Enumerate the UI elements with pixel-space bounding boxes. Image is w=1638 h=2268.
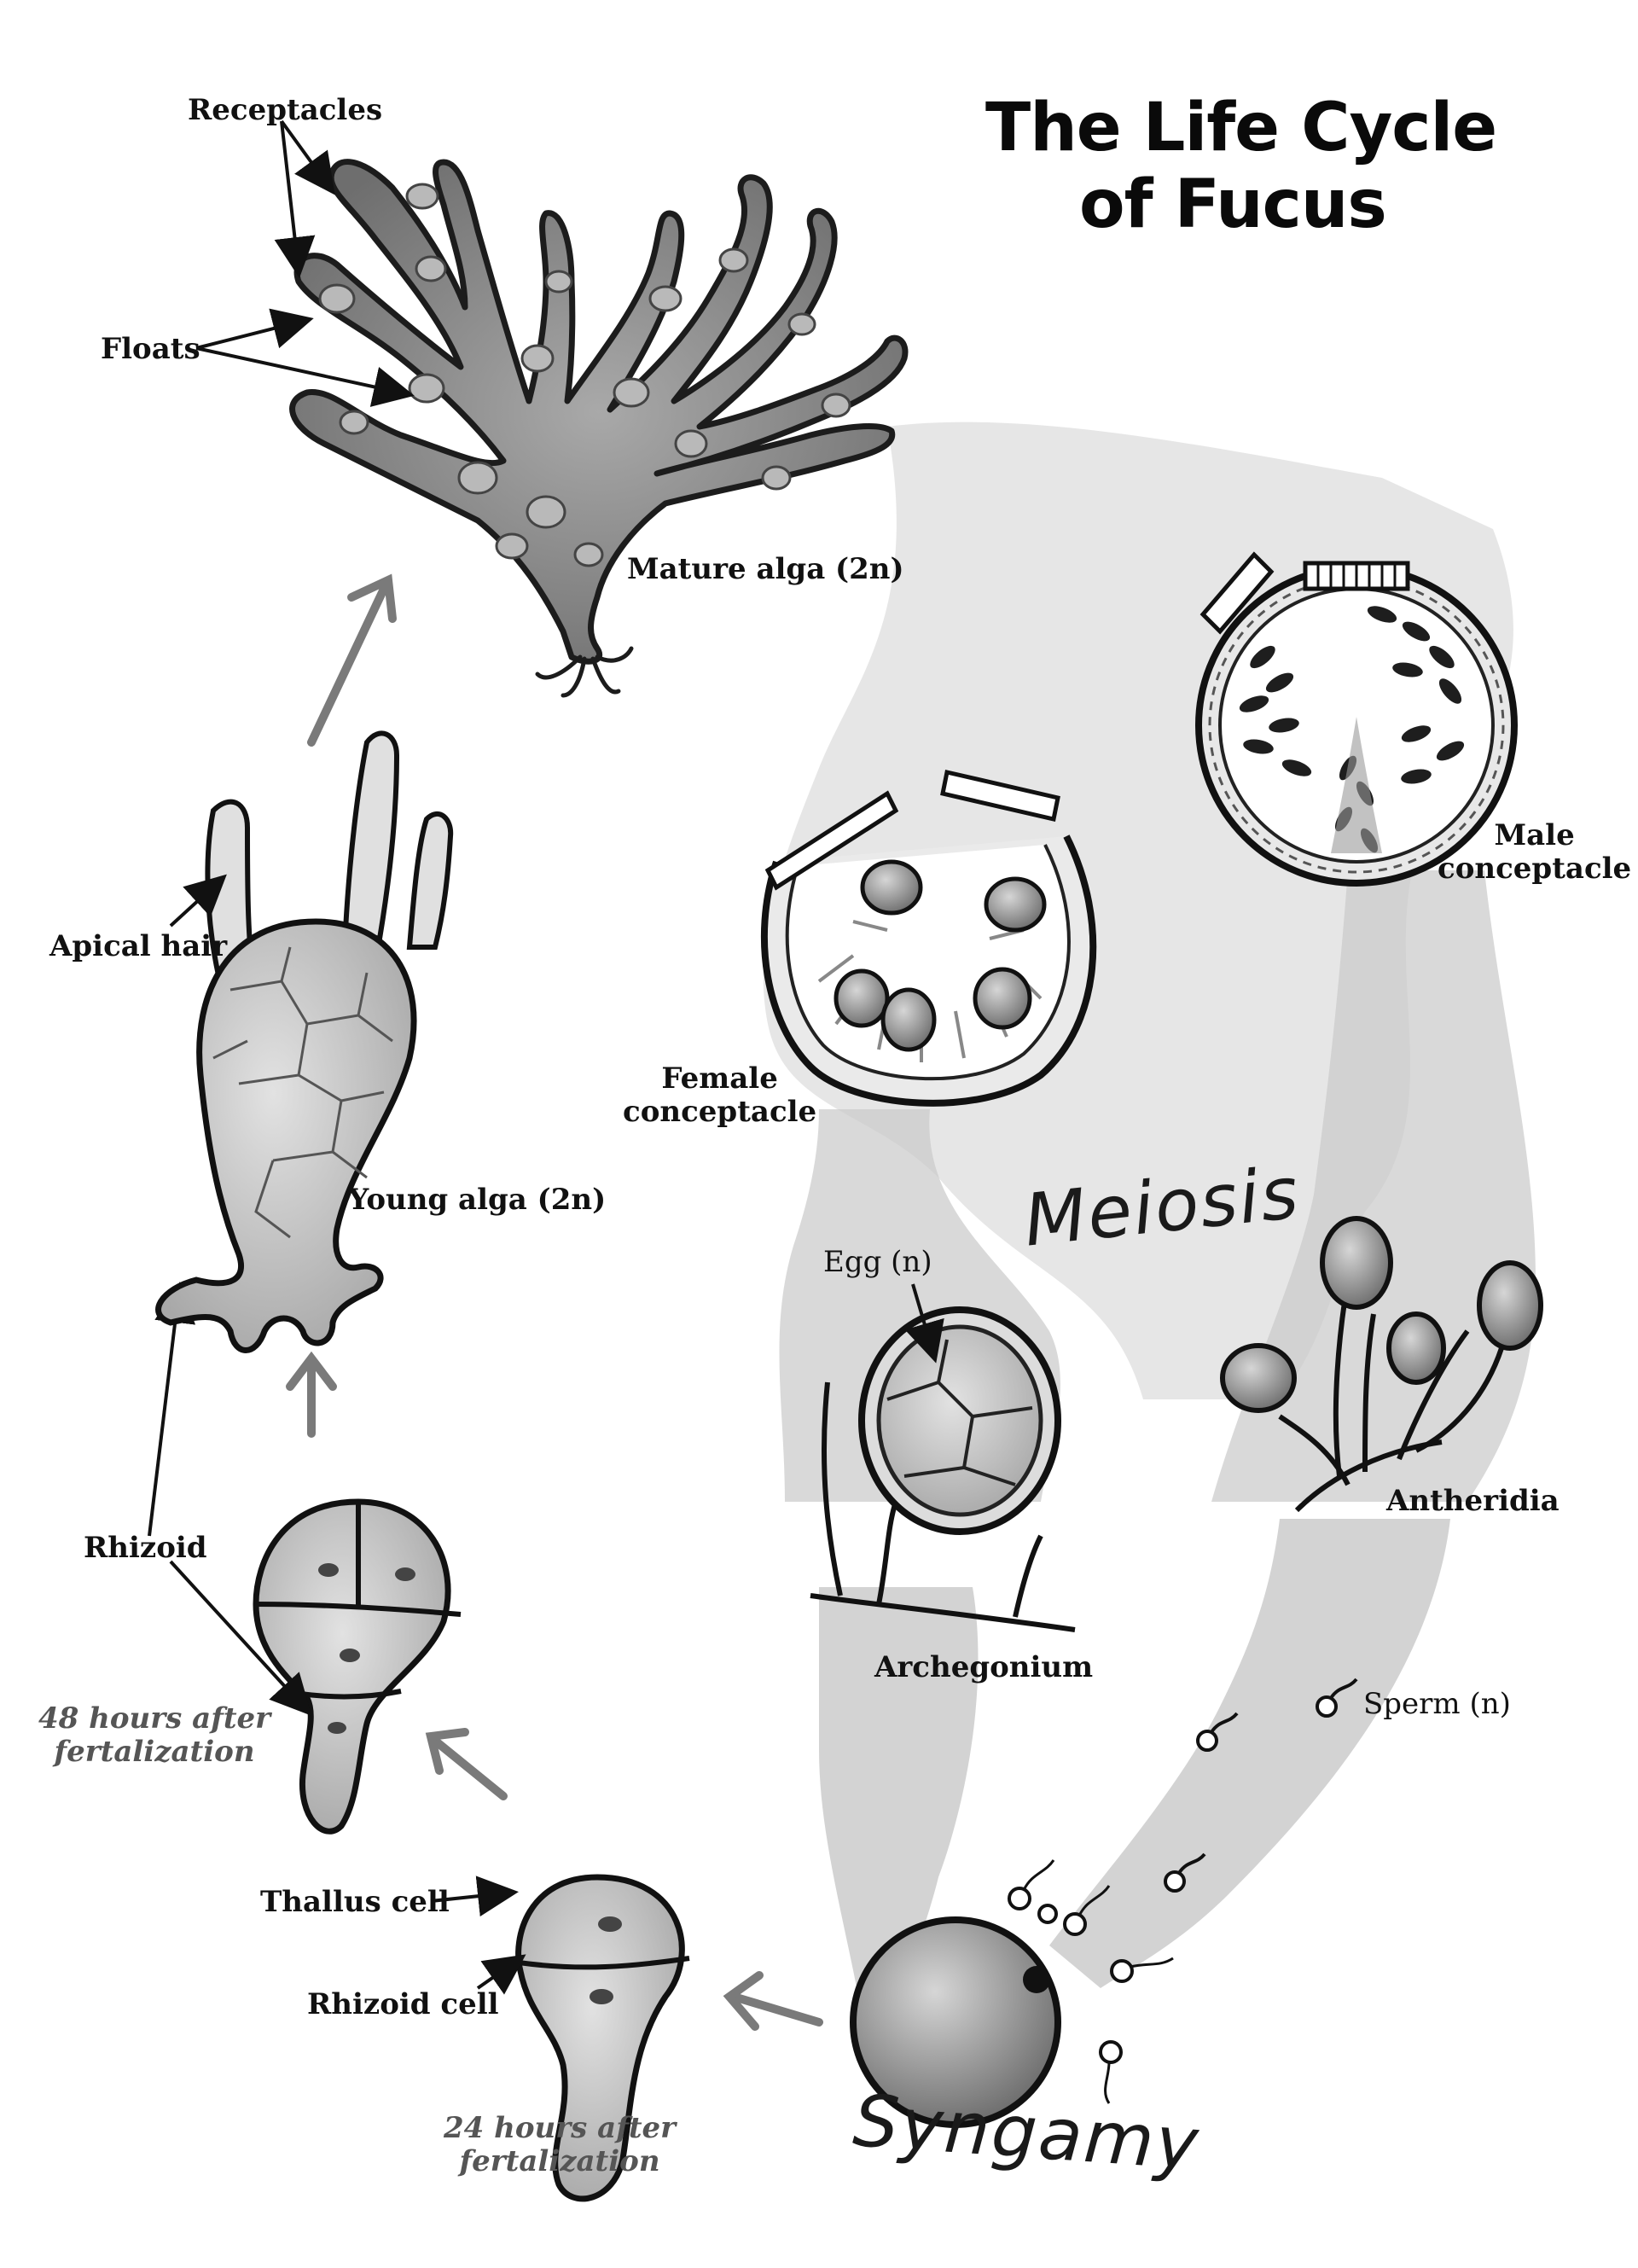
syngamy-zygote-illustration (850, 1859, 1174, 2128)
cycle-arrows (286, 573, 823, 2031)
young-alga-illustration (155, 730, 454, 1353)
female-conceptacle-illustration (760, 769, 1097, 1107)
antheridia-illustration (1220, 1216, 1543, 1513)
hours-48-label-line1: 48 hours after (38, 1701, 271, 1736)
mature-alga-illustration (289, 159, 909, 698)
egg-label: Egg (n) (823, 1245, 932, 1279)
arrow-zygote-to-24h (723, 1971, 823, 2031)
male-conceptacle-label-line2: conceptacle (1438, 852, 1632, 887)
title-line-2: of Fucus (1079, 166, 1387, 243)
hours-48-label: 48 hours after fertalization (38, 1701, 271, 1770)
female-conceptacle-label-line1: Female (661, 1061, 778, 1096)
arrow-24h-to-48h (425, 1728, 508, 1800)
hours-24-label: 24 hours after fertalization (444, 2111, 677, 2179)
title-line-1: The Life Cycle (985, 90, 1497, 166)
male-conceptacle-label: Male conceptacle (1438, 818, 1632, 887)
hours-48-label-line2: fertalization (54, 1735, 255, 1770)
sperm-illustration (1164, 1678, 1358, 1893)
band-archegonium-to-syngamy (819, 1587, 979, 2014)
mature-alga-label: Mature alga (2n) (627, 552, 904, 586)
young-alga-label: Young alga (2n) (348, 1183, 607, 1217)
female-conceptacle-label-line2: conceptacle (623, 1095, 817, 1130)
rhizoid-cell-label: Rhizoid cell (307, 1987, 499, 2021)
archegonium-illustration (810, 1283, 1076, 1632)
archegonium-label: Archegonium (874, 1650, 1094, 1684)
receptacles-label: Receptacles (188, 93, 383, 127)
two-cell-embryo-illustration (430, 1874, 690, 2202)
thallus-cell-label: Thallus cell (260, 1885, 450, 1919)
hours-24-label-line2: fertalization (459, 2144, 660, 2179)
male-conceptacle-label-line1: Male (1494, 818, 1575, 852)
rhizoid-label: Rhizoid (84, 1531, 207, 1565)
sperm-label: Sperm (n) (1363, 1687, 1511, 1721)
four-cell-embryo-illustration (148, 1282, 462, 1835)
male-conceptacle-illustration (1195, 551, 1518, 887)
antheridia-label: Antheridia (1386, 1484, 1560, 1518)
band-male-to-antheridia (1211, 870, 1536, 1502)
band-antheridia-to-syngamy (1049, 1519, 1450, 1988)
arrow-48h-to-young (286, 1351, 337, 1438)
apical-hair-label: Apical hair (49, 929, 228, 963)
hours-24-label-line1: 24 hours after (444, 2111, 677, 2145)
arrow-young-to-mature (307, 573, 397, 747)
alga-label-arrows (195, 119, 415, 407)
floats-label: Floats (101, 332, 200, 366)
female-conceptacle-label: Female conceptacle (623, 1061, 817, 1130)
